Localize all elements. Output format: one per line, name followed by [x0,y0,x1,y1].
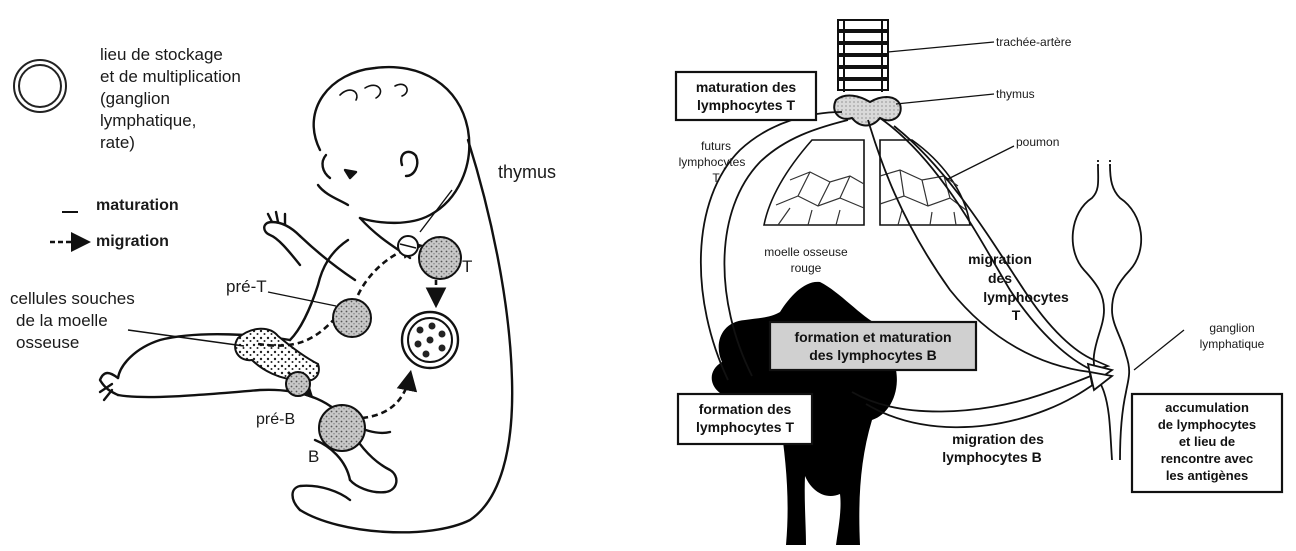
trachea [838,20,888,92]
box-formation-b-line1: formation et maturation [794,329,951,345]
legend-storage-line1: lieu de stockage [100,45,223,64]
label-future-line1: futurs [701,139,731,153]
label-node-line2: lymphatique [1200,337,1265,351]
label-pre-b: pré-B [256,411,295,428]
label-thymus: thymus [498,162,556,182]
label-stem-line3: osseuse [16,333,79,352]
label-trachea: trachée-artère [996,35,1072,49]
legend-storage-line4: lymphatique, [100,111,196,130]
label-node-line1: ganglion [1209,321,1254,335]
bone-stem-cells [235,329,319,381]
t-cell [419,237,461,279]
box-accumulation: accumulation de lymphocytes et lieu de r… [1132,394,1282,492]
label-thymus-right: thymus [996,87,1035,101]
legend-storage-line5: rate) [100,133,135,152]
label-future-line2: lymphocytes [679,155,746,169]
legend-storage-line2: et de multiplication [100,67,241,86]
label-stem-line2: de la moelle [16,311,108,330]
box-formation-b: formation et maturation des lymphocytes … [770,322,976,370]
label-mig-b-line1: migration des [952,431,1044,447]
box-accum-line3: et lieu de [1179,434,1235,449]
box-maturation-t: maturation des lymphocytes T [676,72,816,120]
pre-b-cell [286,372,310,396]
box-accum-line1: accumulation [1165,400,1249,415]
legend: lieu de stockage et de multiplication (g… [14,45,241,250]
right-panel: maturation des lymphocytes T formation e… [676,20,1282,545]
box-maturation-t-line2: lymphocytes T [697,97,795,113]
box-formation-b-line2: des lymphocytes B [809,347,937,363]
b-cell [319,405,365,451]
lungs [764,140,970,225]
legend-maturation: maturation [96,197,179,214]
box-formation-t-line1: formation des [699,401,792,417]
label-future-line3: T [712,171,720,185]
label-t: T [462,257,472,276]
legend-migration: migration [96,233,169,250]
left-panel: lieu de stockage et de multiplication (g… [10,45,556,532]
label-b: B [308,447,319,466]
pre-t-cell [333,299,371,337]
box-formation-t: formation des lymphocytes T [678,394,812,444]
legend-storage-line3: (ganglion [100,89,170,108]
box-accum-line2: de lymphocytes [1158,417,1256,432]
label-mig-t-line2: des [988,270,1012,286]
label-mig-t-line4: T [1012,307,1021,323]
box-maturation-t-line1: maturation des [696,79,797,95]
label-mig-t-line1: migration [968,251,1032,267]
storage-symbol-icon [14,60,66,112]
box-accum-line5: les antigènes [1166,468,1248,483]
label-stem-line1: cellules souches [10,289,135,308]
label-mig-t-line3: lymphocytes [983,289,1069,305]
storage-node [402,312,458,368]
label-lung: poumon [1016,135,1059,149]
label-pre-t: pré-T [226,277,267,296]
box-accum-line4: rencontre avec [1161,451,1254,466]
label-marrow-line2: rouge [791,261,822,275]
label-marrow-line1: moelle osseuse [764,245,848,259]
box-formation-t-line2: lymphocytes T [696,419,794,435]
label-mig-b-line2: lymphocytes B [942,449,1042,465]
